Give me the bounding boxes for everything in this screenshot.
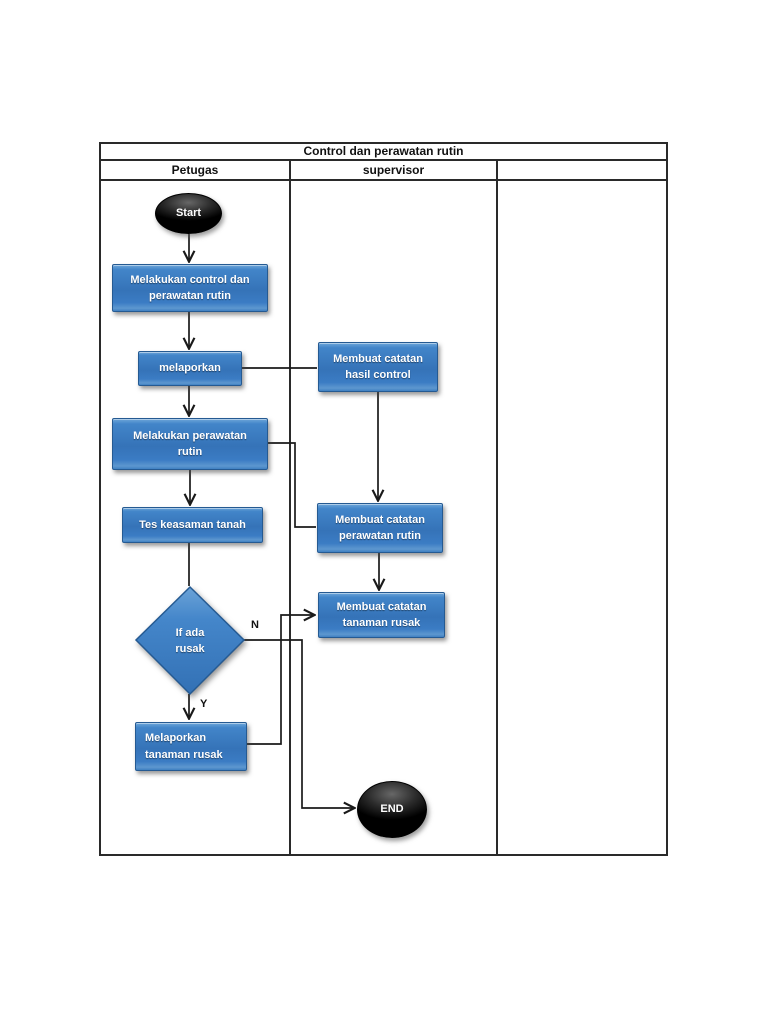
process-melaporkan-tanaman-rusak: Melaporkan tanaman rusak (135, 722, 247, 771)
branch-label-no: N (251, 619, 259, 631)
process-melakukan-perawatan: Melakukan perawatan rutin (112, 418, 268, 470)
title-row-divider (99, 159, 668, 161)
lane-divider-1 (289, 161, 291, 855)
end-terminator: END (357, 781, 427, 838)
process-melaporkan: melaporkan (138, 351, 242, 386)
flowchart-frame (99, 142, 668, 856)
header-row-divider (99, 179, 668, 181)
process-catatan-perawatan-rutin: Membuat catatan perawatan rutin (317, 503, 443, 553)
start-terminator: Start (155, 193, 222, 234)
decision-label: If ada rusak (175, 626, 205, 656)
lane-header-supervisor: supervisor (362, 163, 425, 177)
lane-divider-2 (496, 161, 498, 855)
chart-title: Control dan perawatan rutin (303, 144, 464, 158)
lane-header-empty (498, 162, 666, 178)
branch-label-yes: Y (200, 698, 208, 710)
process-catatan-tanaman-rusak: Membuat catatan tanaman rusak (318, 592, 445, 638)
process-tes-keasaman: Tes keasaman tanah (122, 507, 263, 543)
process-catatan-hasil-control: Membuat catatan hasil control (318, 342, 438, 392)
process-melakukan-control: Melakukan control dan perawatan rutin (112, 264, 268, 312)
lane-header-petugas: Petugas (171, 163, 219, 177)
